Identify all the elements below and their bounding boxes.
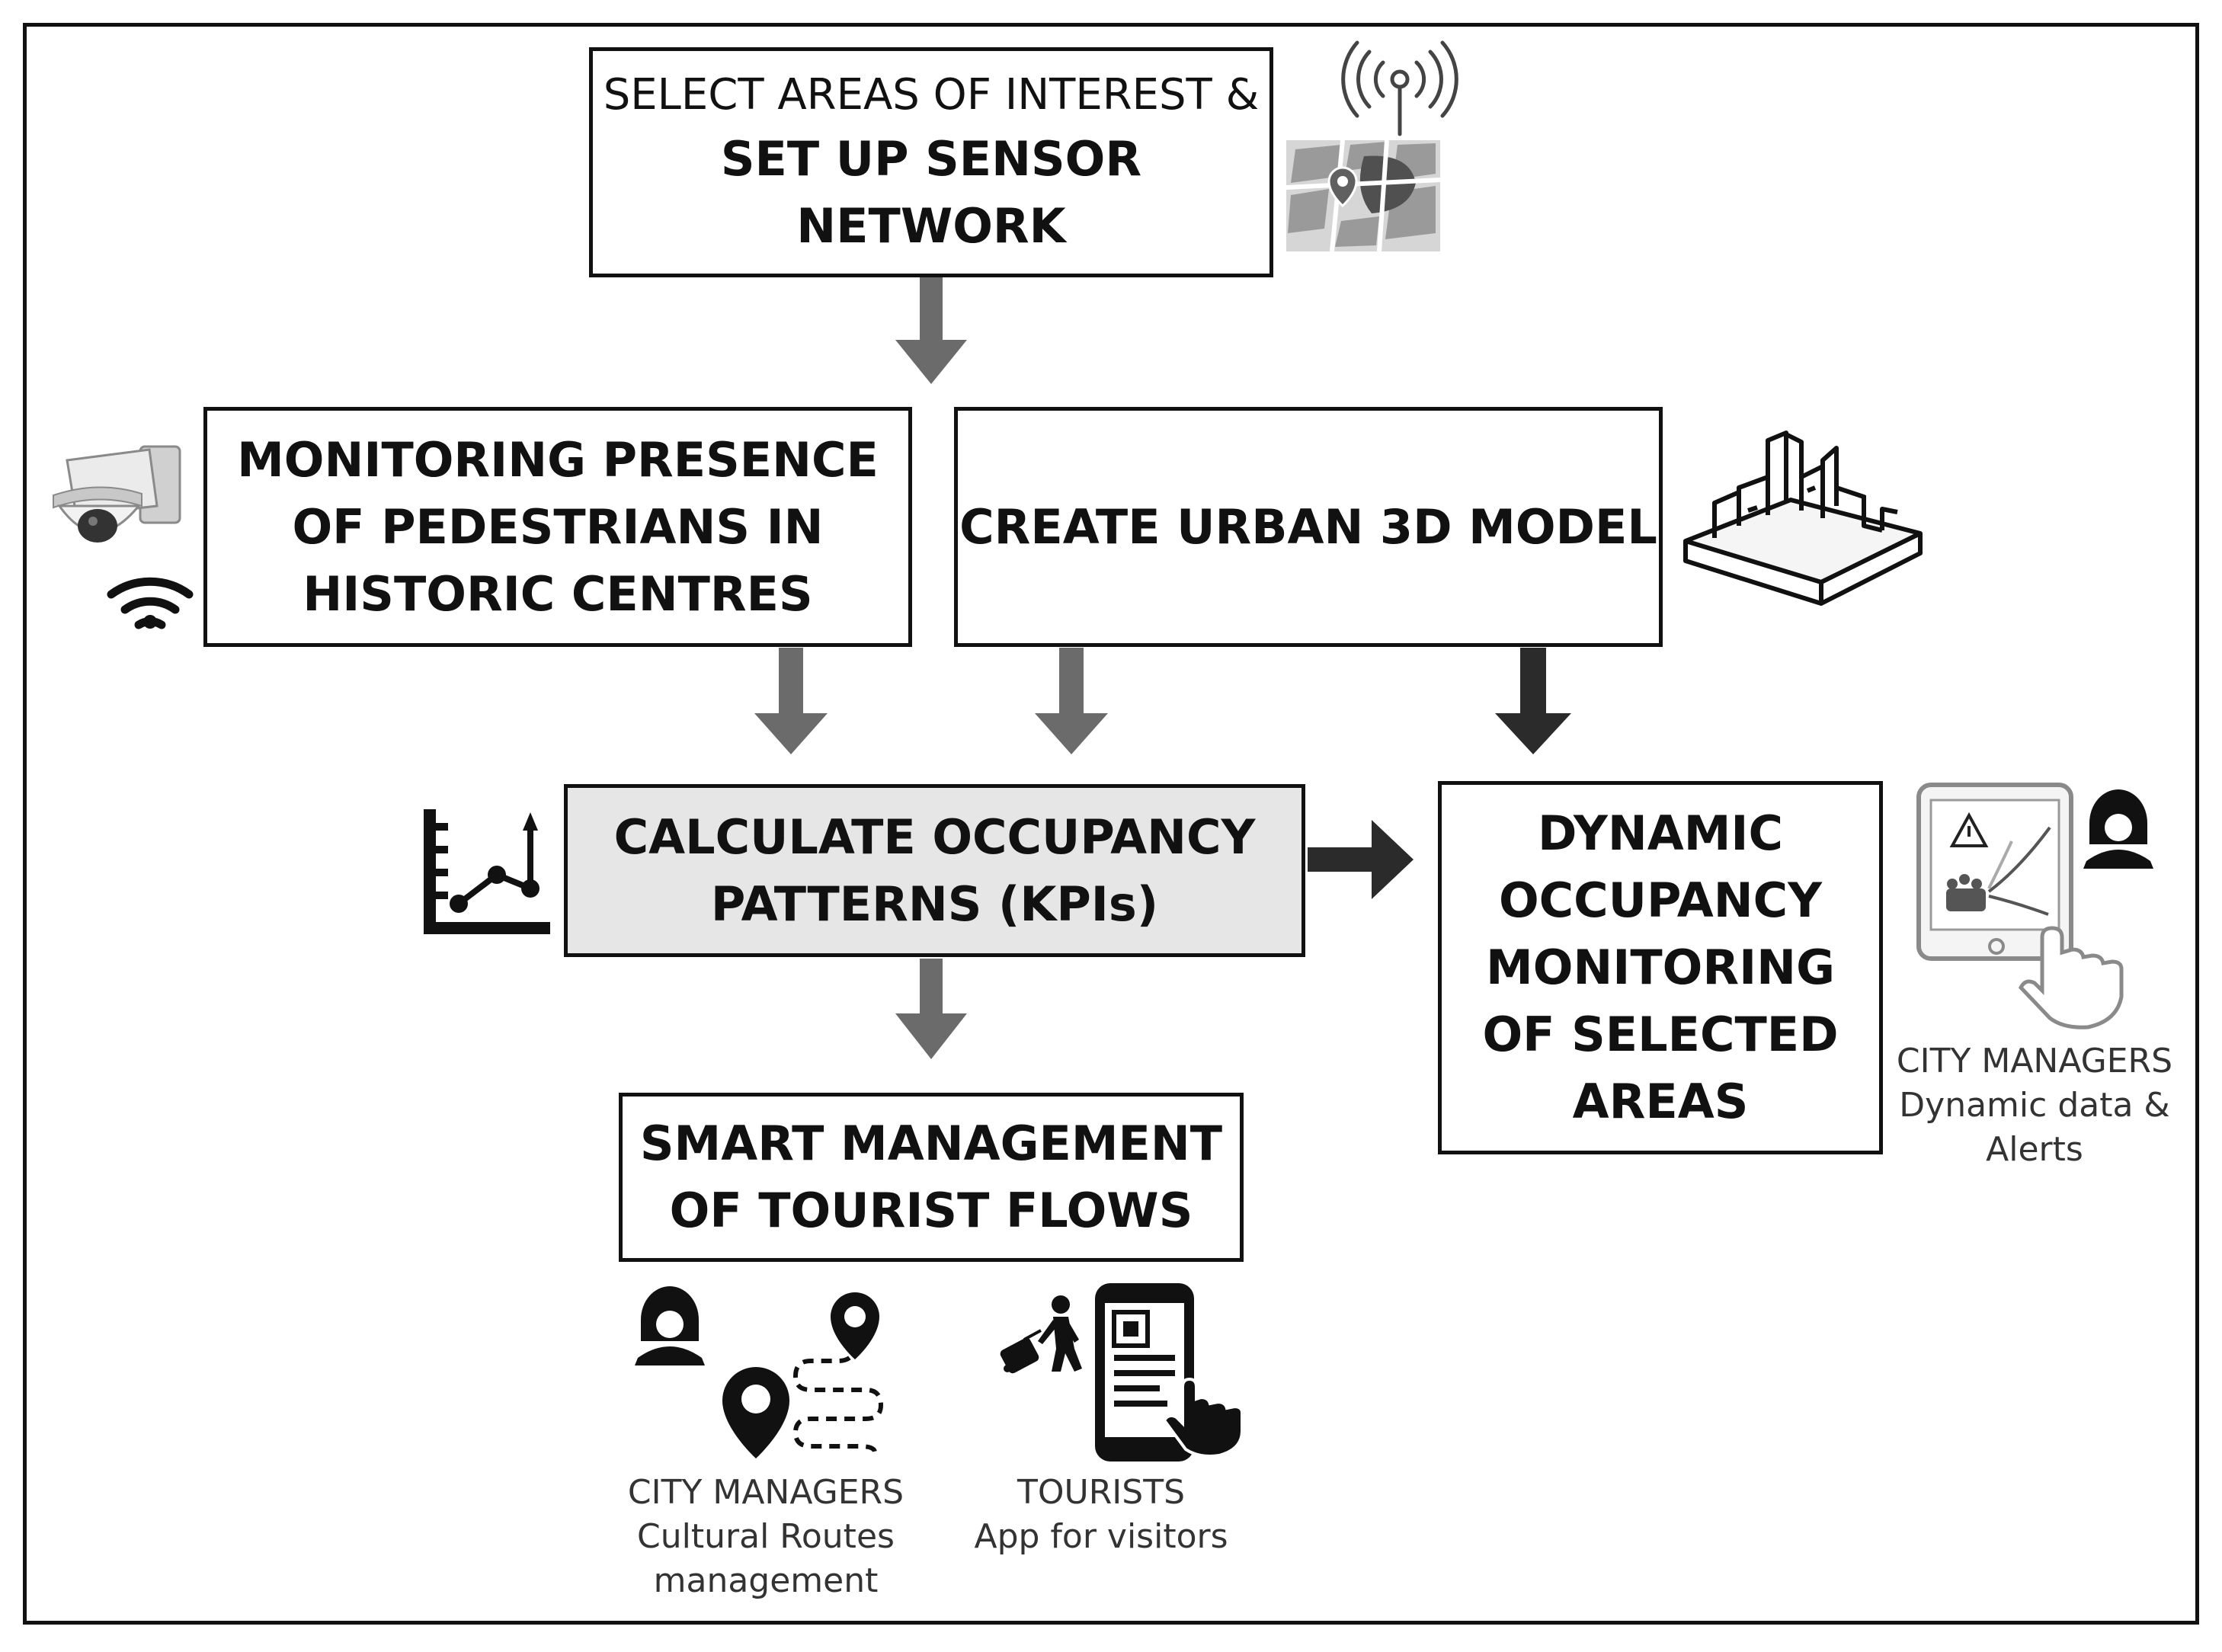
manager-avatar-face: [656, 1311, 684, 1338]
caption-line: Dynamic data &: [1899, 1086, 2170, 1125]
caption-line: CITY MANAGERS: [1896, 1042, 2173, 1081]
dynamic-monitoring-text: DYNAMIC OCCUPANCY MONITORING OF SELECTED…: [1482, 805, 1839, 1129]
tablet-alert-icon: [1916, 783, 2124, 1029]
arrow-model-to-occupancy: [1035, 648, 1108, 754]
caption-line: App for visitors: [974, 1517, 1228, 1556]
occupancy-text: CALCULATE OCCUPANCY PATTERNS (KPIs): [613, 808, 1256, 932]
occupancy-box: CALCULATE OCCUPANCY PATTERNS (KPIs): [564, 784, 1305, 957]
sensor-network-line1: SELECT AREAS OF INTEREST &: [603, 70, 1260, 120]
caption-tourists: TOURISTS App for visitors: [949, 1471, 1253, 1559]
dynamic-monitoring-box: DYNAMIC OCCUPANCY MONITORING OF SELECTED…: [1438, 781, 1883, 1154]
sensor-network-box: SELECT AREAS OF INTEREST & SET UP SENSOR…: [589, 47, 1273, 277]
manager-avatar-face: [2105, 814, 2132, 841]
monitoring-text: MONITORING PRESENCE OF PEDESTRIANS IN HI…: [237, 431, 879, 622]
sensor-network-line2: SET UP SENSOR NETWORK: [720, 131, 1142, 254]
arrow-occupancy-to-dynamic: [1308, 820, 1414, 899]
caption-line: TOURISTS: [1017, 1473, 1185, 1512]
diagram-frame: [23, 23, 2199, 1625]
city-3d-icon: [1683, 431, 1923, 606]
caption-line: Alerts: [1986, 1130, 2083, 1169]
smart-management-box: SMART MANAGEMENT OF TOURIST FLOWS: [619, 1093, 1244, 1262]
arrow-occupancy-to-smart: [895, 959, 967, 1059]
caption-line: management: [653, 1561, 879, 1600]
urban-model-box: CREATE URBAN 3D MODEL: [954, 407, 1663, 647]
route-icon: [722, 1292, 884, 1458]
monitoring-box: MONITORING PRESENCE OF PEDESTRIANS IN HI…: [203, 407, 912, 647]
wifi-dot: [143, 615, 157, 629]
arrow-monitoring-to-occupancy: [754, 648, 828, 754]
smartphone-app-icon: [1095, 1283, 1244, 1462]
arrow-sensor-to-row: [895, 277, 967, 384]
caption-city-managers-routes: CITY MANAGERS Cultural Routes management: [610, 1471, 922, 1603]
urban-model-text: CREATE URBAN 3D MODEL: [959, 498, 1657, 555]
caption-line: Cultural Routes: [637, 1517, 895, 1556]
arrow-model-to-dynamic: [1495, 648, 1571, 754]
security-camera-icon: [53, 445, 181, 543]
map-pin-icon: [1285, 139, 1441, 252]
tourist-luggage-icon: [1000, 1295, 1082, 1374]
smart-management-text: SMART MANAGEMENT OF TOURIST FLOWS: [639, 1116, 1223, 1238]
caption-line: CITY MANAGERS: [627, 1473, 904, 1512]
line-chart-icon: [424, 809, 550, 934]
caption-city-managers-dynamic: CITY MANAGERS Dynamic data & Alerts: [1882, 1039, 2187, 1172]
antenna-icon: [1341, 40, 1458, 136]
